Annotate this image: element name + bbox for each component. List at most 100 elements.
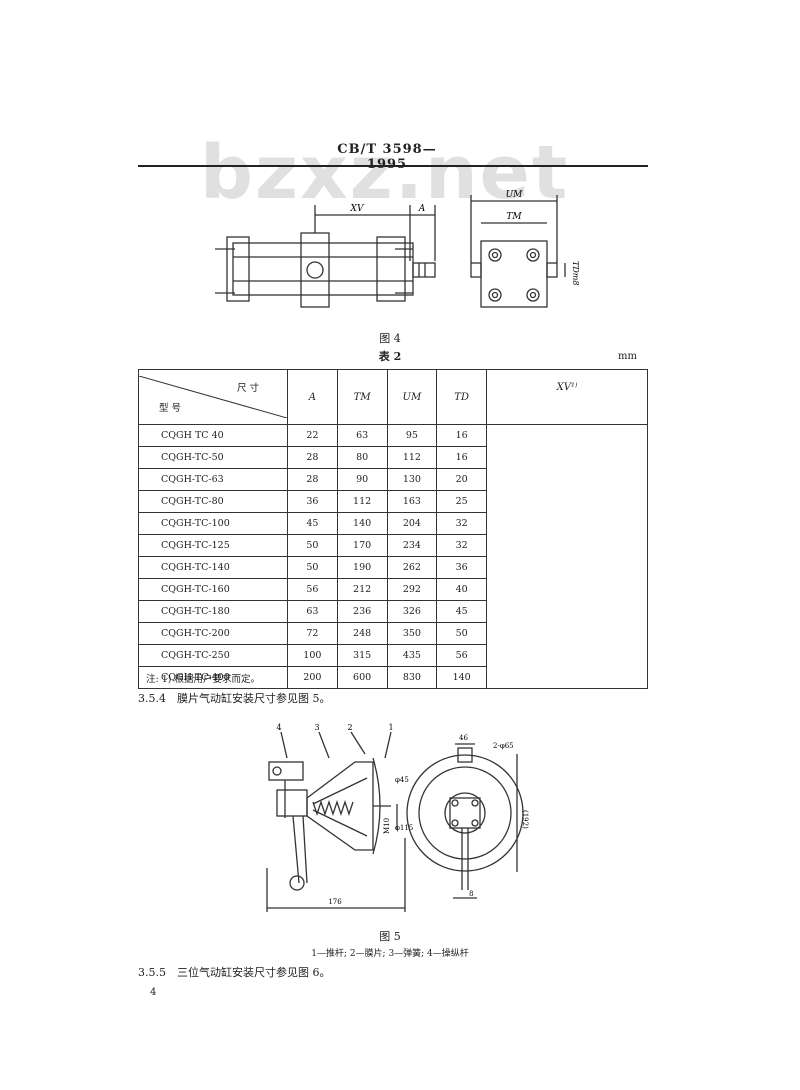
cell-um: 435	[386, 644, 438, 667]
document-header: CB/T 3598—1995	[337, 142, 437, 172]
cell-model: CQGH TC 40	[138, 424, 288, 447]
cell-a: 28	[287, 468, 338, 491]
cell-model: CQGH-TC-180	[138, 600, 288, 623]
cell-a: 28	[287, 446, 338, 469]
cell-model: CQGH-TC-100	[138, 512, 288, 535]
header-rule	[138, 165, 648, 167]
figure-4-caption: 图 4	[379, 332, 401, 345]
cell-a: 63	[287, 600, 338, 623]
cell-td: 32	[436, 534, 488, 557]
fig5-dim-8: 8	[469, 890, 473, 898]
cell-tm: 80	[336, 446, 388, 469]
fig5-holes-label: 2-φ65	[493, 742, 514, 750]
cell-xv-merged	[486, 424, 648, 689]
table-header-row: 尺 寸 型 号 A TM UM TD XV¹⁾	[138, 369, 648, 425]
cell-model: CQGH-TC-80	[138, 490, 288, 513]
cell-td: 32	[436, 512, 488, 535]
cell-a: 72	[287, 622, 338, 645]
col-header-a: A	[287, 369, 338, 425]
watermark: bzxz.net	[200, 130, 570, 216]
cell-um: 326	[386, 600, 438, 623]
section-3-5-5: 3.5.5 三位气动缸安装尺寸参见图 6。	[138, 966, 331, 979]
corner-top-label: 尺 寸	[236, 383, 259, 394]
cell-tm: 212	[336, 578, 388, 601]
cell-td: 56	[436, 644, 488, 667]
fig5-m10-label: M10	[383, 818, 391, 834]
cell-model: CQGH-TC-63	[138, 468, 288, 491]
fig4-td-label: TDm8	[571, 261, 580, 285]
fig4-um-label: UM	[506, 190, 524, 200]
cell-a: 50	[287, 534, 338, 557]
cell-model: CQGH-TC-50	[138, 446, 288, 469]
fig5-d115-label: φ115	[395, 824, 413, 832]
cell-td: 25	[436, 490, 488, 513]
cell-td: 16	[436, 424, 488, 447]
cell-tm: 236	[336, 600, 388, 623]
table-row: CQGH-TC-400 200 600 830 140	[138, 666, 648, 689]
cell-tm: 600	[336, 666, 388, 689]
table-note: 注: 1) 根据用户要求而定。	[146, 674, 260, 685]
cell-td: 40	[436, 578, 488, 601]
cell-tm: 140	[336, 512, 388, 535]
cell-um: 95	[386, 424, 438, 447]
fig5-item-3: 3	[314, 723, 319, 732]
cell-model: CQGH-TC-250	[138, 644, 288, 667]
table-row: CQGH-TC-80 36 112 163 25	[138, 490, 648, 513]
cell-um: 112	[386, 446, 438, 469]
fig4-xv-label: XV	[350, 204, 365, 214]
cell-a: 56	[287, 578, 338, 601]
fig5-dim-192: (192)	[521, 810, 529, 829]
fig4-a-label: A	[418, 204, 426, 214]
cell-a: 45	[287, 512, 338, 535]
cell-tm: 170	[336, 534, 388, 557]
corner-bottom-label: 型 号	[159, 403, 182, 414]
table-row: CQGH-TC-200 72 248 350 50	[138, 622, 648, 645]
cell-td: 45	[436, 600, 488, 623]
table-corner-cell: 尺 寸 型 号	[138, 369, 288, 425]
cell-a: 200	[287, 666, 338, 689]
cell-tm: 90	[336, 468, 388, 491]
table-2-title: 表 2	[378, 350, 402, 363]
cell-um: 830	[386, 666, 438, 689]
cell-um: 163	[386, 490, 438, 513]
cell-a: 36	[287, 490, 338, 513]
col-header-xv: XV¹⁾	[486, 369, 648, 425]
cell-a: 50	[287, 556, 338, 579]
fig4-tm-label: TM	[506, 212, 522, 222]
cell-td: 36	[436, 556, 488, 579]
cell-model: CQGH-TC-160	[138, 578, 288, 601]
table-row: CQGH-TC-100 45 140 204 32	[138, 512, 648, 535]
col-header-td: TD	[436, 369, 488, 425]
fig5-d45-label: φ45	[395, 776, 409, 784]
cell-a: 100	[287, 644, 338, 667]
cell-td: 140	[436, 666, 488, 689]
figure-4-drawing: XV A UM TM TDm8	[215, 190, 580, 308]
cell-model: CQGH-TC-140	[138, 556, 288, 579]
cell-tm: 63	[336, 424, 388, 447]
fig5-item-4: 4	[276, 723, 281, 732]
cell-tm: 248	[336, 622, 388, 645]
fig5-item-1: 1	[388, 723, 393, 732]
table-unit: mm	[618, 351, 637, 362]
cell-td: 50	[436, 622, 488, 645]
table-row: CQGH-TC-125 50 170 234 32	[138, 534, 648, 557]
cell-model: CQGH-TC-400	[138, 666, 288, 689]
col-header-tm: TM	[336, 369, 388, 425]
cell-um: 234	[386, 534, 438, 557]
table-row: CQGH-TC-160 56 212 292 40	[138, 578, 648, 601]
cell-a: 22	[287, 424, 338, 447]
cell-tm: 315	[336, 644, 388, 667]
table-row: CQGH TC 40 22 63 95 16	[138, 424, 648, 689]
cell-tm: 112	[336, 490, 388, 513]
figure-5-legend: 1—推杆; 2—膜片; 3—弹簧; 4—操纵杆	[311, 949, 469, 959]
cell-um: 204	[386, 512, 438, 535]
cell-model: CQGH-TC-200	[138, 622, 288, 645]
cell-tm: 190	[336, 556, 388, 579]
cell-um: 130	[386, 468, 438, 491]
col-header-um: UM	[386, 369, 438, 425]
page-number: 4	[150, 987, 157, 998]
table-row: CQGH-TC-63 28 90 130 20	[138, 468, 648, 491]
figure-5-drawing: 4 3 2 1 φ45 φ115 M10 176 46 2-φ65 8 (192…	[266, 723, 529, 912]
fig5-dim-176: 176	[328, 898, 342, 906]
section-3-5-4: 3.5.4 膜片气动缸安装尺寸参见图 5。	[138, 692, 331, 705]
